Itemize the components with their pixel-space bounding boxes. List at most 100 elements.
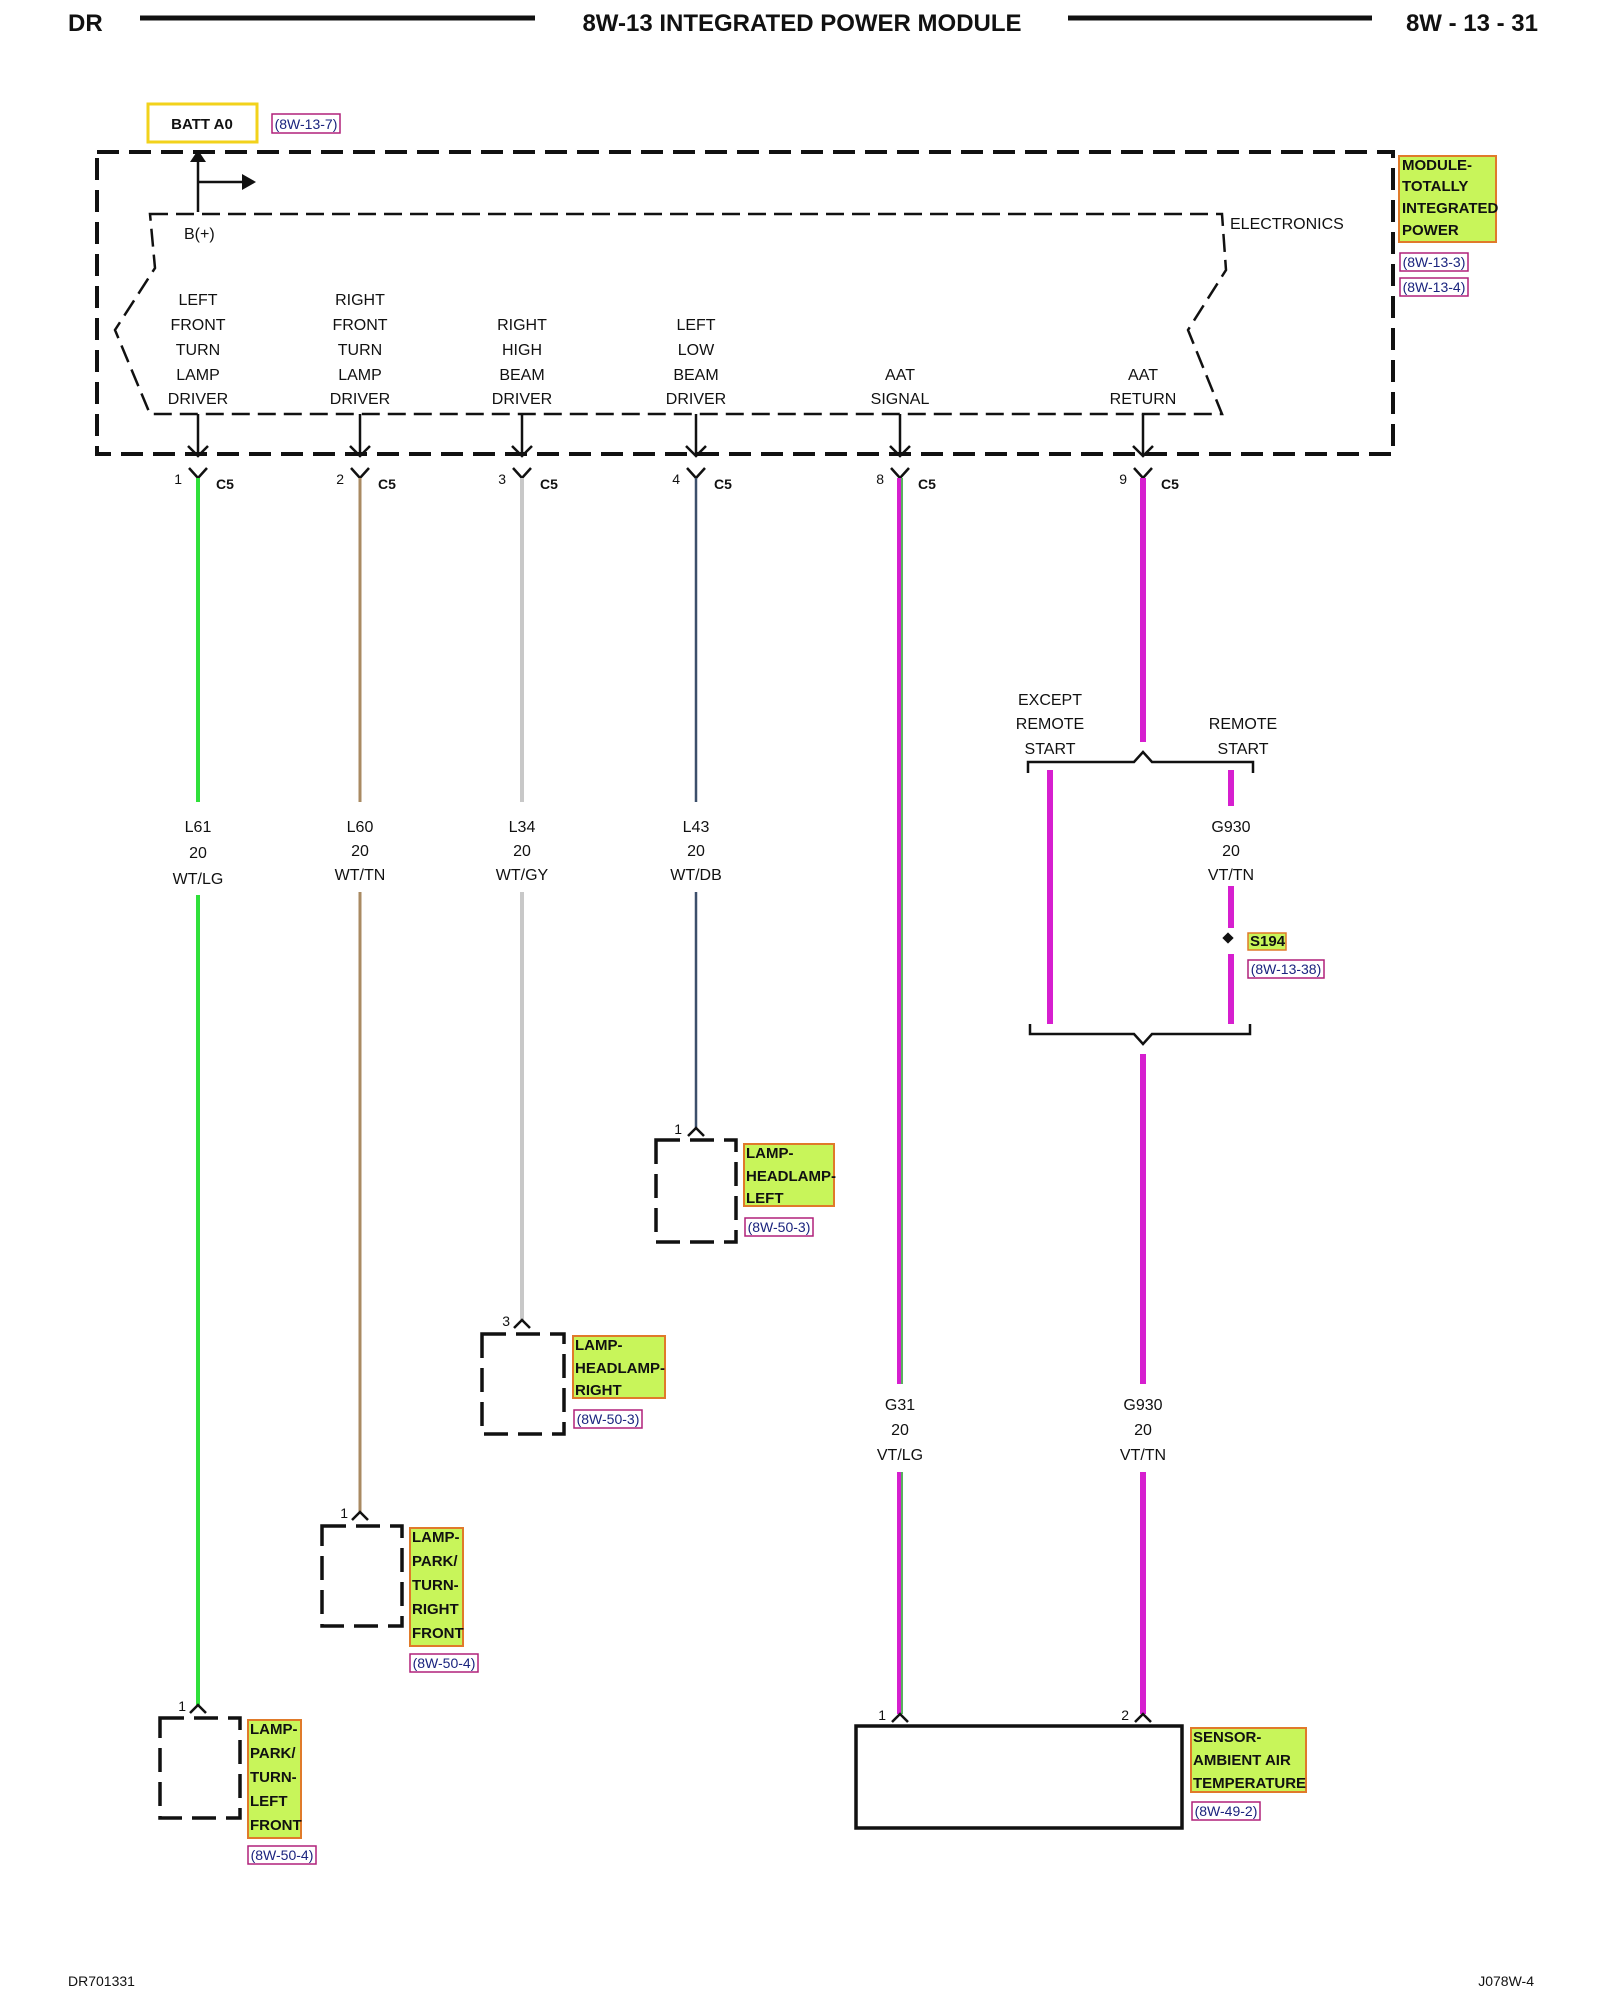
headlamp-left-outline[interactable] (654, 1138, 738, 1244)
headlamp-right-tag (572, 1335, 666, 1399)
park-turn-right-ref[interactable]: (8W-50-4) (413, 1655, 476, 1671)
branch-wire-color: VT/TN (1208, 867, 1254, 884)
headlamp-right-outline[interactable] (480, 1332, 566, 1436)
c5-label-3: C5 (540, 476, 558, 492)
module-name-tag (1398, 155, 1497, 243)
wire-l43-gauge: 20 (687, 843, 705, 860)
park-turn-right-name-3: TURN- (412, 1577, 459, 1594)
module-ref-2[interactable]: (8W-13-4) (1403, 279, 1466, 295)
batt-a0-label: BATT A0 (171, 116, 233, 133)
wire-l60-color: WT/TN (335, 867, 386, 884)
module-ref-box-2 (1399, 277, 1469, 297)
park-turn-left-pin: 1 (178, 1698, 186, 1714)
except-remote-line-2: REMOTE (1016, 716, 1084, 733)
batt-a0-box (146, 102, 259, 144)
page-title: 8W-13 INTEGRATED POWER MODULE (582, 10, 1021, 37)
wire-l60-gauge: 20 (351, 843, 369, 860)
wire-g930-color: VT/TN (1120, 1447, 1166, 1464)
batt-ref-box (271, 113, 341, 134)
wire-l61-gauge: 20 (189, 845, 207, 862)
sensor-outline[interactable] (854, 1724, 1184, 1830)
module-ref-box-1 (1399, 252, 1469, 272)
park-turn-right-outline[interactable] (320, 1524, 404, 1628)
driver-2-line-3: TURN (338, 342, 382, 359)
wire-g31-circuit: G31 (885, 1397, 915, 1414)
park-turn-right-name-2: PARK/ (412, 1553, 458, 1570)
park-turn-left-ref-box (247, 1845, 317, 1865)
park-turn-left-name-1: LAMP- (250, 1721, 298, 1738)
headlamp-left-name-2: HEADLAMP- (746, 1168, 836, 1185)
park-turn-right-name-4: RIGHT (412, 1601, 459, 1618)
sensor-ref[interactable]: (8W-49-2) (1195, 1803, 1258, 1819)
sensor-pin-1: 1 (878, 1707, 886, 1723)
driver-3-line-3: BEAM (499, 367, 544, 384)
driver-1-line-4: LAMP (176, 367, 220, 384)
splice-ref[interactable]: (8W-13-38) (1251, 961, 1322, 977)
c5-label-4: C5 (714, 476, 732, 492)
driver-arrows (187, 414, 1154, 458)
park-turn-left-tag (247, 1719, 302, 1839)
headlamp-right-pin: 3 (502, 1313, 510, 1329)
driver-2-line-4: LAMP (338, 367, 382, 384)
wire-l34-circuit: L34 (509, 819, 536, 836)
driver-2-line-1: RIGHT (335, 292, 385, 309)
wire-g31-color: VT/LG (877, 1447, 923, 1464)
park-turn-right-terminal (351, 1510, 369, 1521)
driver-4-line-2: LOW (678, 342, 715, 359)
page-number: 8W - 13 - 31 (1406, 10, 1538, 37)
park-turn-right-pin: 1 (340, 1505, 348, 1521)
c5-label-9: C5 (1161, 476, 1179, 492)
splice-s194-label: S194 (1250, 933, 1286, 950)
bplus-label: B(+) (184, 226, 215, 243)
electronics-label: ELECTRONICS (1230, 216, 1344, 233)
wire-l61-circuit: L61 (185, 819, 212, 836)
driver-1-line-3: TURN (176, 342, 220, 359)
sensor-name-1: SENSOR- (1193, 1729, 1261, 1746)
wire-g31-gauge: 20 (891, 1422, 909, 1439)
c5-pin-2: 2 (336, 471, 344, 487)
driver-4-line-4: DRIVER (666, 391, 726, 408)
headlamp-left-tag (743, 1143, 835, 1207)
wire-l34-gauge: 20 (513, 843, 531, 860)
sensor-terminal-2 (1134, 1712, 1152, 1723)
headlamp-right-name-3: RIGHT (575, 1382, 622, 1399)
electronics-feed-arrow (242, 174, 256, 190)
sensor-tag (1190, 1727, 1307, 1793)
wire-g930-circuit: G930 (1123, 1397, 1162, 1414)
wire-g930-gauge: 20 (1134, 1422, 1152, 1439)
sensor-name-2: AMBIENT AIR (1193, 1752, 1291, 1769)
driver-9-line-1: AAT (1128, 367, 1158, 384)
park-turn-left-ref[interactable]: (8W-50-4) (251, 1847, 314, 1863)
park-turn-left-name-5: FRONT (250, 1817, 302, 1834)
driver-8-line-2: SIGNAL (871, 391, 930, 408)
park-turn-left-terminal (189, 1703, 207, 1714)
electronics-outline (113, 212, 1228, 416)
c5-pin-1: 1 (174, 471, 182, 487)
headlamp-left-name-3: LEFT (746, 1190, 784, 1207)
wire-l43-color: WT/DB (670, 867, 722, 884)
headlamp-right-name-1: LAMP- (575, 1337, 623, 1354)
batt-ref[interactable]: (8W-13-7) (275, 116, 338, 132)
driver-3-line-2: HIGH (502, 342, 542, 359)
module-name-2: TOTALLY (1402, 178, 1468, 195)
driver-4-line-3: BEAM (673, 367, 718, 384)
remote-start-line-2: START (1218, 741, 1269, 758)
driver-2-line-5: DRIVER (330, 391, 390, 408)
park-turn-left-name-2: PARK/ (250, 1745, 296, 1762)
headlamp-left-ref[interactable]: (8W-50-3) (748, 1219, 811, 1235)
driver-3-line-4: DRIVER (492, 391, 552, 408)
park-turn-right-name-1: LAMP- (412, 1529, 460, 1546)
except-remote-line-3: START (1025, 741, 1076, 758)
park-turn-right-name-5: FRONT (412, 1625, 464, 1642)
sensor-pin-2: 2 (1121, 1707, 1129, 1723)
park-turn-right-tag (409, 1527, 464, 1647)
headlamp-right-ref[interactable]: (8W-50-3) (577, 1411, 640, 1427)
c5-terminals (188, 467, 1153, 480)
park-turn-left-outline[interactable] (158, 1716, 242, 1820)
headlamp-left-terminal (687, 1126, 705, 1137)
module-ref-1[interactable]: (8W-13-3) (1403, 254, 1466, 270)
c5-label-8: C5 (918, 476, 936, 492)
driver-8-line-1: AAT (885, 367, 915, 384)
module-outline (95, 150, 1395, 456)
splice-ref-box (1247, 959, 1325, 979)
